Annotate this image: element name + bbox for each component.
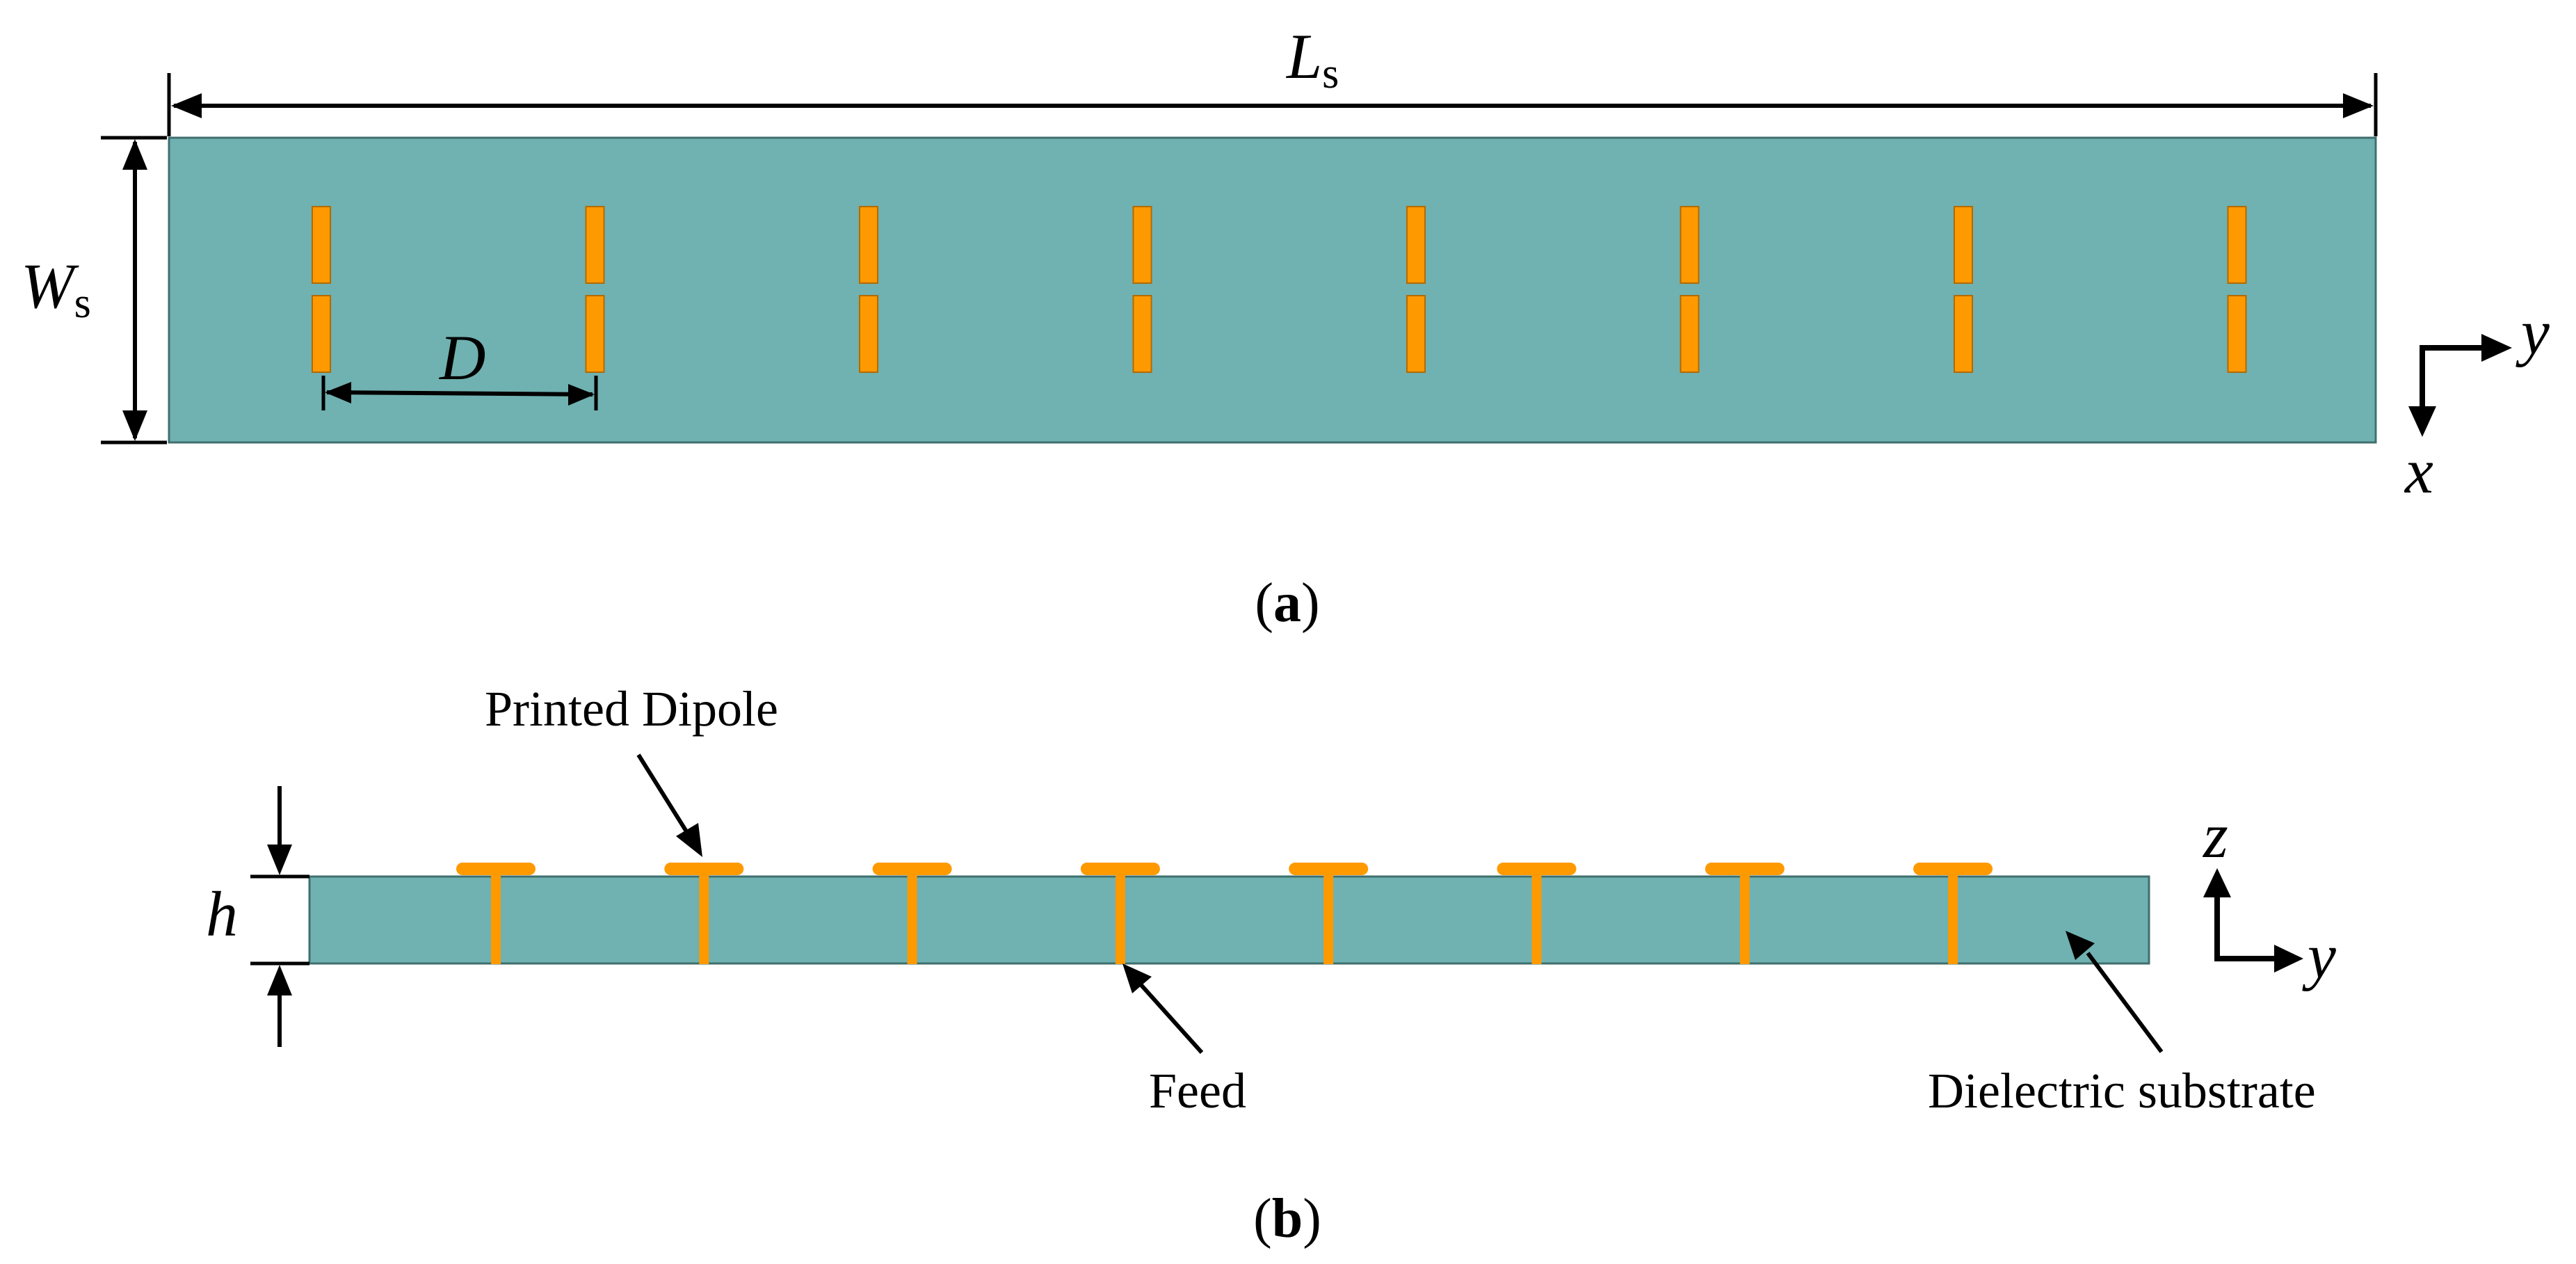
h-arrow-bottom [267,965,292,995]
ws-arrow-top [122,139,147,170]
feed-line [1948,871,1958,964]
dipole-arm-upper [312,206,331,284]
feed-line [1739,871,1750,964]
feed-leader [1138,982,1204,1055]
dipole-element-side [1913,863,1993,964]
dipole-element-top [312,206,331,373]
ls-arrow-right [2343,93,2374,118]
printed-dipole-arm [1289,863,1369,875]
dipole-arm-lower [312,295,331,373]
feed-line [491,871,501,964]
panel-a-top-view: Ls Ws D y x (a) [21,21,2550,634]
substrate-side-view [308,875,2150,965]
printed-dipole-arm [664,863,744,875]
axes-indicator-top-view: y x [2404,296,2550,506]
dipole-arm-lower [1132,295,1152,373]
printed-dipole-arm [1497,863,1577,875]
axis-label-y-side: y [2302,920,2336,991]
panel-a-caption: (a) [1255,573,1319,634]
axes-indicator-side-view: z y [2202,800,2336,991]
dipole-arm-upper [1954,206,1973,284]
dipole-arm-lower [1406,295,1426,373]
dipole-element-top [1132,206,1152,373]
dipole-arm-lower [1954,295,1973,373]
axis-label-y-top: y [2515,296,2550,367]
substrate-leader [2086,952,2164,1053]
dipole-arm-lower [585,295,605,373]
dipole-elements-side-view [456,863,1993,964]
dipole-element-top [859,206,878,373]
d-arrow-left [325,382,351,403]
dipole-element-top [585,206,605,373]
ls-arrow-left [171,93,202,118]
substrate-arrow [2066,931,2095,960]
dipole-arm-lower [2227,295,2247,373]
ls-label: Ls [1285,21,1339,97]
axis-label-x-top: x [2404,435,2433,506]
dipole-arm-upper [859,206,878,284]
dipole-arm-lower [1680,295,1700,373]
feed-line [1115,871,1125,964]
dipole-element-top [2227,206,2247,373]
dipole-element-side [664,863,744,964]
dipole-arm-upper [1132,206,1152,284]
printed-dipole-arm [1080,863,1160,875]
feed-line [699,871,709,964]
dipole-arm-upper [2227,206,2247,284]
dipole-element-side [1497,863,1577,964]
d-arrow-right [568,384,595,406]
dipole-elements-top-view [312,206,2247,373]
dipole-element-side [1705,863,1785,964]
h-arrow-top [267,845,292,875]
d-dimension-line [326,390,593,397]
axis-arrow-y [2481,334,2512,362]
dielectric-substrate-label: Dielectric substrate [1928,1063,2316,1119]
h-label: h [206,879,238,950]
printed-dipole-arm [456,863,536,875]
axis-arrow-z [2203,868,2231,897]
dipole-element-side [1080,863,1160,964]
axis-arrow-y-side [2274,945,2303,973]
feed-arrow [1122,963,1152,993]
dipole-arm-upper [1680,206,1700,284]
dipole-element-side [872,863,952,964]
axis-label-z: z [2202,800,2228,871]
printed-dipole-arm [1913,863,1993,875]
panel-b-caption: (b) [1253,1188,1321,1249]
dipole-element-top [1954,206,1973,373]
feed-line [907,871,917,964]
dipole-element-side [1289,863,1369,964]
dipole-element-top [1680,206,1700,373]
ws-label: Ws [21,250,91,327]
ws-arrow-bottom [122,410,147,441]
feed-line [1531,871,1542,964]
dipole-element-top [1406,206,1426,373]
feed-label: Feed [1149,1063,1246,1119]
printed-dipole-leader [636,753,691,836]
panel-b-side-view: h Printed Dipole Feed Dielectric substra… [206,681,2336,1249]
dipole-element-side [456,863,536,964]
printed-dipole-arm [872,863,952,875]
feed-line [1323,871,1334,964]
d-label: D [438,322,485,393]
printed-dipole-label: Printed Dipole [485,681,778,737]
printed-dipole-arrow [676,823,702,857]
dipole-arm-upper [585,206,605,284]
dipole-arm-lower [859,295,878,373]
dipole-arm-upper [1406,206,1426,284]
substrate-top-view [168,136,2377,444]
axis-arrow-x [2408,406,2436,437]
printed-dipole-arm [1705,863,1785,875]
